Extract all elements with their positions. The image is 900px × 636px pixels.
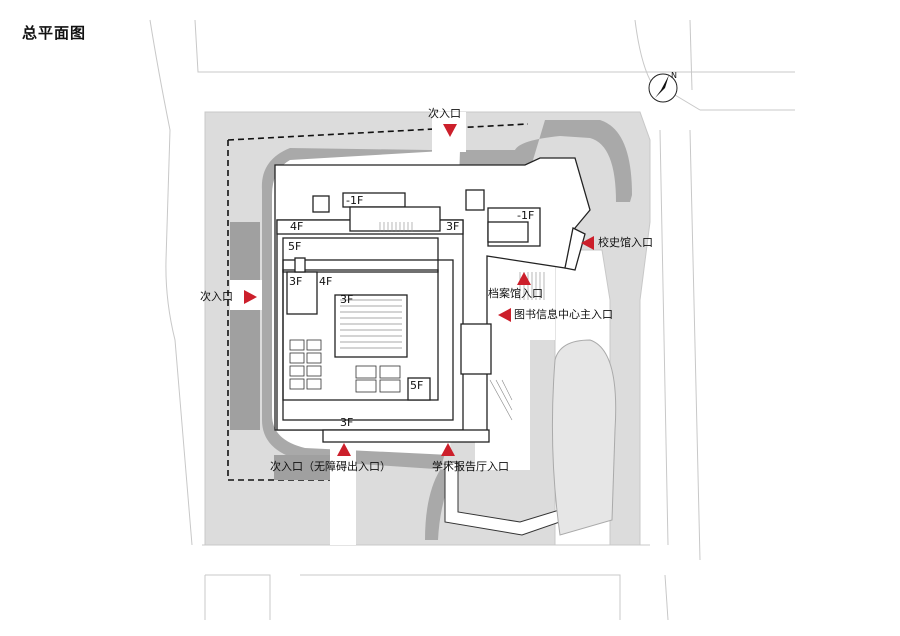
floor-label: 5F bbox=[410, 379, 424, 392]
archive-entrance-arrow-icon bbox=[517, 272, 531, 285]
north-entrance-label: 次入口 bbox=[428, 107, 461, 120]
north-entrance-arrow-icon bbox=[443, 124, 457, 137]
dark-green-blocks bbox=[230, 222, 330, 480]
west-entrance-arrow-icon bbox=[244, 290, 257, 304]
site-boundary-dashed bbox=[227, 123, 529, 481]
main-building bbox=[274, 157, 591, 443]
floor-label: 4F bbox=[290, 220, 304, 233]
lecture-entrance-arrow-icon bbox=[441, 443, 455, 456]
north-arrow-icon: N bbox=[648, 71, 678, 103]
desks bbox=[289, 339, 401, 393]
floor-label: 3F bbox=[289, 275, 303, 288]
south-entrance-label: 次入口（无障碍出入口） bbox=[270, 460, 391, 473]
floor-label: -1F bbox=[517, 209, 535, 222]
library-main-entrance-label: 图书信息中心主入口 bbox=[514, 308, 613, 321]
south-entrance-arrow-icon bbox=[337, 443, 351, 456]
history-entrance-arrow-icon bbox=[581, 236, 594, 250]
page-title: 总平面图 bbox=[22, 24, 87, 42]
plazas bbox=[230, 112, 555, 545]
floor-label: 5F bbox=[288, 240, 302, 253]
stair-hatching bbox=[379, 222, 545, 421]
atrium-grid bbox=[340, 299, 402, 349]
floor-label: 3F bbox=[340, 416, 354, 429]
library-entrance-arrow-icon bbox=[498, 308, 511, 322]
west-entrance-label: 次入口 bbox=[200, 290, 233, 303]
lecture-hall-entrance-label: 学术报告厅入口 bbox=[432, 460, 509, 473]
svg-text:N: N bbox=[671, 71, 677, 80]
history-entrance-label: 校史馆入口 bbox=[598, 236, 653, 249]
archive-entrance-label: 档案馆入口 bbox=[488, 287, 543, 300]
garden-lawn bbox=[551, 339, 617, 536]
floor-label: 4F bbox=[319, 275, 333, 288]
floor-label: 3F bbox=[340, 293, 354, 306]
floor-label: 3F bbox=[446, 220, 460, 233]
floor-label: -1F bbox=[346, 194, 364, 207]
